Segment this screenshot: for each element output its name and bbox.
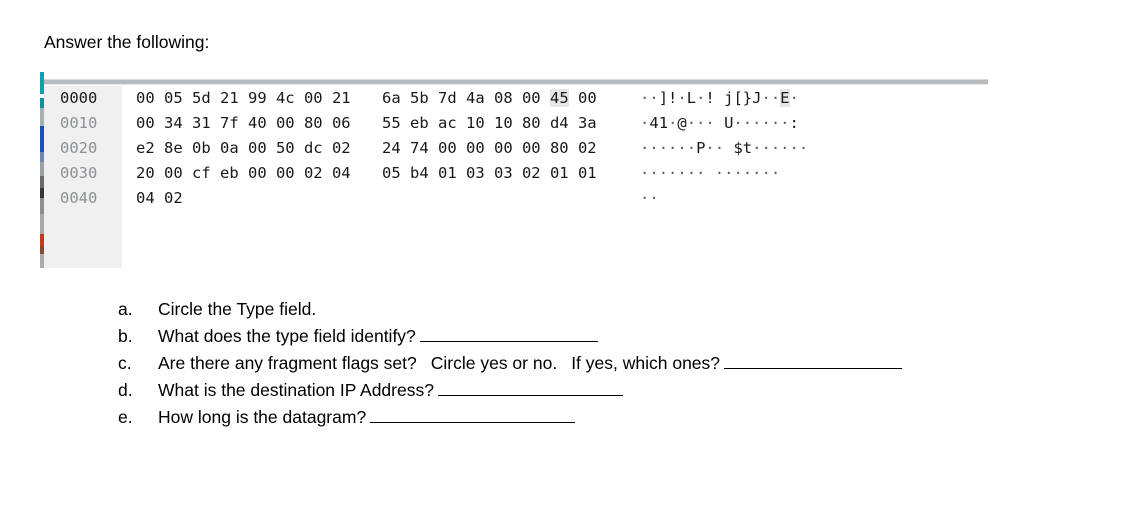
hex-bytes-first-group: e2 8e 0b 0a 00 50 dc 02 [136, 139, 351, 157]
question-marker: d. [118, 380, 133, 400]
change-bar-segment [40, 214, 44, 234]
change-bar-segment [40, 188, 44, 198]
question-item: e. How long is the datagram? [118, 404, 902, 431]
change-bar-segment [40, 162, 44, 176]
change-bar-segment [40, 234, 44, 246]
question-text-tertiary: If yes, which ones? [571, 353, 721, 373]
hex-bytes-second-group: 24 74 00 00 00 00 80 02 [382, 139, 597, 157]
question-marker: c. [118, 353, 132, 373]
question-text: What does the type field identify? [158, 326, 416, 346]
hex-bytes-first-group: 00 05 5d 21 99 4c 00 21 [136, 89, 351, 107]
change-bar-segment [40, 72, 44, 94]
hex-ascii-column: ······· ······· [640, 164, 781, 182]
hex-dump-row: 0030 20 00 cf eb 00 00 02 04 05 b4 01 03 0… [44, 161, 808, 186]
question-marker: e. [118, 407, 133, 427]
question-item: a. Circle the Type field. [118, 296, 902, 323]
question-item: c. Are there any fragment flags set? Circl… [118, 350, 903, 377]
document-change-bar [40, 72, 44, 268]
change-bar-segment [40, 246, 44, 254]
hex-ascii-column: ······P·· $t······ [640, 139, 809, 157]
hex-dump-row: 0000 00 05 5d 21 99 4c 00 21 6a 5b 7d 4a 0… [44, 86, 808, 111]
change-bar-segment [40, 198, 44, 214]
hex-offset: 0000 [60, 89, 98, 107]
change-bar-segment [40, 152, 44, 162]
change-bar-segment [40, 126, 44, 152]
hex-offset: 0010 [60, 114, 98, 132]
question-text: How long is the datagram? [158, 407, 367, 427]
change-bar-segment [40, 94, 44, 98]
hex-dump-row: 0010 00 34 31 7f 40 00 80 06 55 eb ac 10 1… [44, 111, 808, 136]
hex-ascii-column: ·· [640, 189, 659, 207]
question-text-secondary: Circle yes or no. [430, 353, 558, 373]
question-text: What is the destination IP Address? [158, 380, 434, 400]
answer-blank[interactable] [724, 352, 903, 369]
highlighted-byte: 45 [549, 89, 569, 107]
offset-gutter [44, 86, 122, 268]
hex-dump-panel: 0000 00 05 5d 21 99 4c 00 21 6a 5b 7d 4a 0… [44, 86, 1004, 268]
hex-ascii-column: ··]!·L·! j[}J··E· [640, 89, 799, 107]
question-list: a. Circle the Type field. b. What does the … [118, 296, 903, 431]
hex-dump-row: 0020 e2 8e 0b 0a 00 50 dc 02 24 74 00 00 0… [44, 136, 808, 161]
hex-bytes-first-group: 04 02 [136, 189, 183, 207]
hex-bytes-first-group: 00 34 31 7f 40 00 80 06 [136, 114, 351, 132]
hex-offset: 0020 [60, 139, 98, 157]
question-text: Circle the Type field. [158, 299, 317, 319]
hex-offset: 0040 [60, 189, 98, 207]
hex-bytes-second-group: 6a 5b 7d 4a 08 00 45 00 [382, 89, 597, 107]
hex-ascii-column: ·41·@··· U······: [640, 114, 799, 132]
hex-bytes-first-group: 20 00 cf eb 00 00 02 04 [136, 164, 351, 182]
change-bar-segment [40, 98, 44, 108]
hex-offset: 0030 [60, 164, 98, 182]
question-marker: b. [118, 326, 133, 346]
answer-blank[interactable] [437, 379, 623, 396]
hex-bytes-second-group: 05 b4 01 03 03 02 01 01 [382, 164, 597, 182]
page-title: Answer the following: [44, 32, 210, 52]
panel-top-rule [44, 79, 988, 85]
highlighted-ascii: E [780, 89, 790, 107]
question-item: b. What does the type field identify? [118, 323, 902, 350]
question-text: Are there any fragment flags set? [158, 353, 417, 373]
change-bar-segment [40, 108, 44, 126]
hex-bytes-second-group: 55 eb ac 10 10 80 d4 3a [382, 114, 597, 132]
change-bar-segment [40, 176, 44, 188]
hex-dump-row: 0040 04 02 ·· [44, 186, 808, 211]
question-marker: a. [118, 299, 133, 319]
question-item: d. What is the destination IP Address? [118, 377, 902, 404]
change-bar-segment [40, 254, 44, 268]
hex-dump-rows: 0000 00 05 5d 21 99 4c 00 21 6a 5b 7d 4a 0… [44, 86, 808, 211]
answer-blank[interactable] [370, 406, 576, 423]
answer-blank[interactable] [419, 325, 598, 342]
